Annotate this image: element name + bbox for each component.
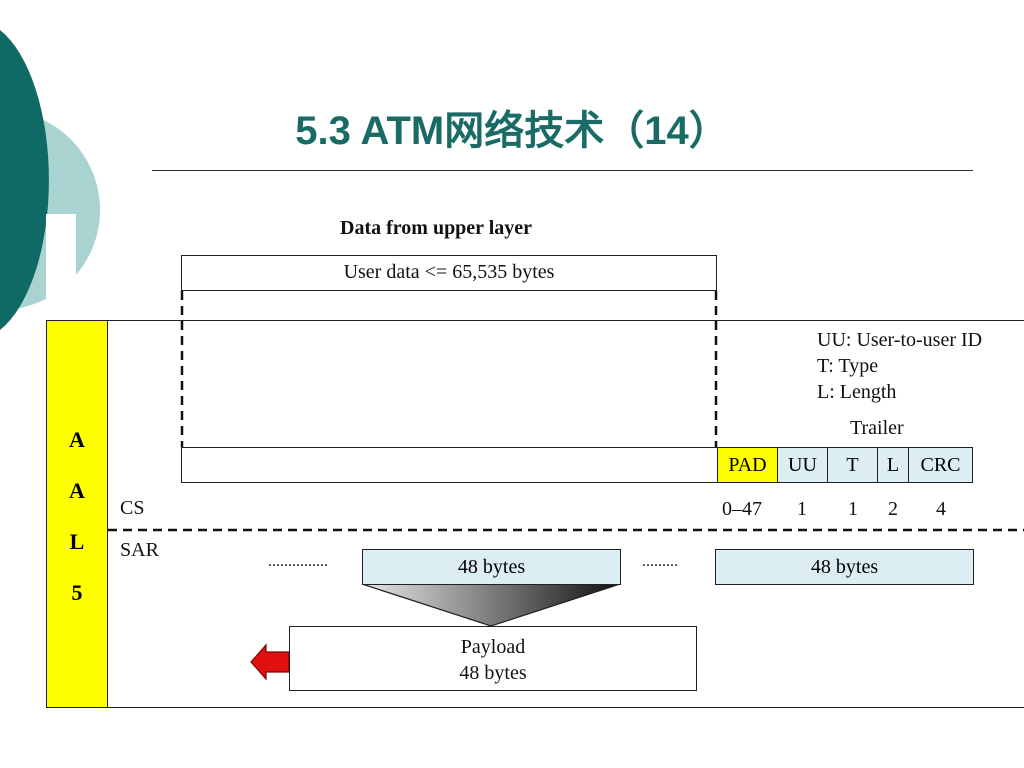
sar-label: SAR [120, 539, 159, 561]
aal-letter-a1: A [69, 427, 85, 452]
crc-size: 4 [936, 498, 946, 520]
legend-l: L: Length [817, 381, 897, 403]
user-data-box: User data <= 65,535 bytes [181, 255, 717, 291]
left-arrow-icon [250, 643, 290, 681]
uu-size: 1 [797, 498, 807, 520]
aal-letter-5: 5 [71, 580, 83, 605]
pad-size: 0–47 [722, 498, 762, 520]
dots-left: ............... [268, 553, 328, 570]
crc-field: CRC [908, 447, 973, 483]
segment-middle: 48 bytes [362, 549, 621, 585]
upper-layer-heading: Data from upper layer [340, 217, 533, 239]
uu-field: UU [777, 447, 828, 483]
segment-right: 48 bytes [715, 549, 974, 585]
payload-line1: Payload [460, 636, 526, 658]
aal5-sidebar: A A L 5 [46, 320, 108, 708]
cs-label: CS [120, 497, 145, 519]
pad-field: PAD [717, 447, 778, 483]
l-field: L [877, 447, 909, 483]
legend-t: T: Type [817, 355, 879, 377]
payload-line2: 48 bytes [459, 662, 527, 684]
title-underline [152, 170, 973, 171]
t-size: 1 [848, 498, 858, 520]
legend-uu: UU: User-to-user ID [817, 329, 983, 351]
cs-data-box [181, 447, 718, 483]
segment-to-payload-funnel [361, 583, 621, 627]
aal-letter-a2: A [69, 478, 85, 503]
t-field: T [827, 447, 878, 483]
dots-mid: ......... [642, 553, 678, 570]
aal-letter-l: L [69, 529, 85, 554]
l-size: 2 [888, 498, 898, 520]
user-data-label: User data <= 65,535 bytes [343, 261, 555, 283]
trailer-label: Trailer [850, 417, 904, 439]
payload-box: Payload 48 bytes [289, 626, 697, 691]
decorative-circles [0, 30, 100, 330]
slide-title: 5.3 ATM网络技术（14） [295, 109, 729, 153]
